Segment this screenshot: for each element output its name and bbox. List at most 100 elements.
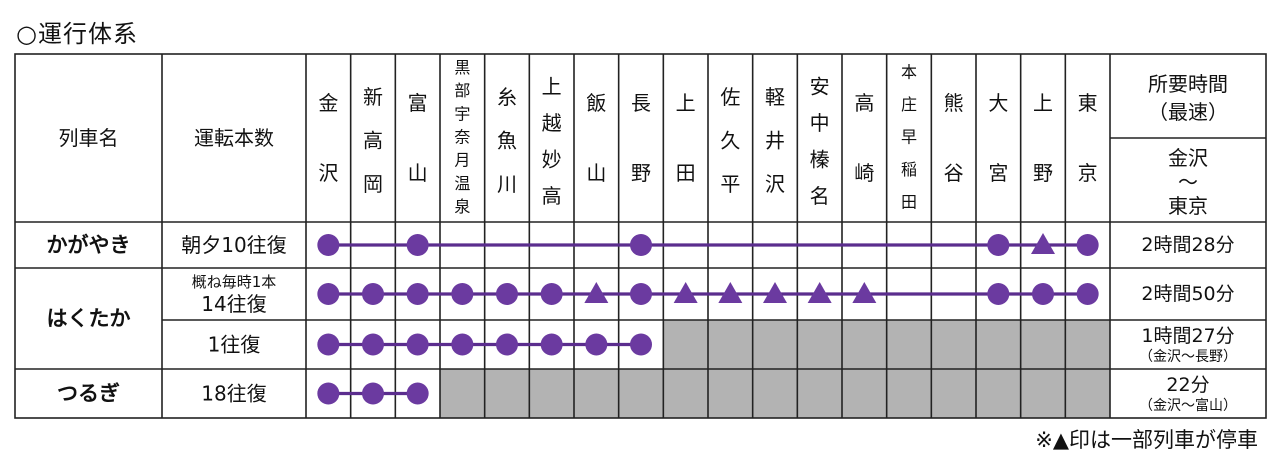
station-name-char: 上	[1033, 91, 1053, 115]
stop-circle	[451, 333, 474, 356]
unserved-cell	[752, 320, 798, 369]
station-name-char: 糸	[497, 85, 517, 109]
station-name-char: 上	[542, 74, 562, 98]
station-name-char: 田	[901, 192, 917, 211]
partial-stop-triangle	[852, 282, 877, 303]
stop-circle	[362, 283, 384, 305]
partial-stop-triangle	[807, 282, 832, 303]
station-name-char: 庄	[901, 95, 917, 114]
stop-circle	[317, 382, 340, 405]
station-name-char: 長	[631, 91, 651, 115]
unserved-cell	[1065, 369, 1110, 418]
frequency-header: 運転本数	[194, 126, 274, 150]
station-name-char: 高	[363, 129, 383, 153]
unserved-cell	[797, 369, 842, 418]
time-header-route-to: 東京	[1168, 194, 1208, 218]
unserved-cell	[886, 320, 932, 369]
stop-circle	[406, 333, 429, 356]
unserved-cell	[842, 369, 887, 418]
stop-circle	[630, 283, 652, 305]
unserved-cell	[618, 369, 664, 418]
station-header: 高崎	[854, 91, 874, 185]
station-name-char: 谷	[944, 161, 964, 185]
station-name-char: 宇	[454, 104, 470, 123]
station-header: 新高岡	[363, 85, 383, 196]
station-name-char: 飯	[586, 91, 606, 115]
station-name-char: 岡	[363, 172, 383, 196]
station-name-char: 軽	[765, 85, 785, 109]
page-title: ○運行体系	[16, 20, 138, 48]
station-name-char: 稲	[901, 160, 917, 179]
table-border	[14, 53, 1267, 419]
station-name-char: 京	[1078, 161, 1098, 185]
unserved-cell	[886, 369, 932, 418]
stop-circle	[1076, 283, 1099, 305]
train-name: つるぎ	[57, 382, 120, 406]
time-header-route-tilde: ～	[1178, 170, 1198, 194]
stop-circle	[317, 333, 340, 356]
travel-time: 1時間27分	[1141, 325, 1234, 347]
stop-circle	[496, 333, 518, 356]
station-name-char: 安	[810, 74, 830, 98]
travel-time: 2時間28分	[1141, 234, 1234, 256]
stop-circle	[1076, 234, 1099, 256]
station-name-char: 山	[408, 161, 428, 185]
station-name-char: 山	[586, 161, 606, 185]
station-name-char: 井	[765, 129, 785, 153]
station-name-char: 早	[901, 128, 917, 147]
stop-circle	[496, 283, 518, 305]
station-name-char: 野	[1033, 161, 1053, 185]
stop-circle	[987, 234, 1010, 256]
station-name-char: 川	[497, 172, 517, 196]
station-name-char: 田	[676, 161, 696, 185]
train-name: はくたか	[47, 307, 131, 331]
service-frequency: 朝夕10往復	[181, 233, 286, 257]
unserved-cell	[797, 320, 842, 369]
station-header: 東京	[1078, 91, 1098, 185]
station-name-char: 名	[810, 184, 830, 208]
station-header: 長野	[631, 91, 651, 185]
station-name-char: 中	[810, 111, 830, 135]
station-name-char: 佐	[720, 85, 740, 109]
travel-time: 2時間50分	[1141, 283, 1234, 305]
unserved-cell	[931, 369, 976, 418]
station-name-char: 東	[1078, 91, 1098, 115]
station-name-char: 沢	[318, 161, 338, 185]
station-name-char: 新	[363, 85, 383, 109]
station-header: 軽井沢	[765, 85, 785, 196]
stop-circle	[317, 234, 340, 256]
station-name-char: 奈	[454, 128, 470, 147]
station-name-char: 越	[542, 111, 562, 135]
stop-circle	[630, 333, 652, 356]
station-name-char: 黒	[454, 58, 470, 77]
service-frequency: 概ね毎時1本	[192, 273, 277, 291]
unserved-cell	[1020, 369, 1066, 418]
stop-circle	[540, 333, 563, 356]
station-name-char: 高	[854, 91, 874, 115]
station-name-char: 平	[720, 172, 740, 196]
unserved-cell	[708, 369, 753, 418]
stop-circle	[540, 283, 563, 305]
travel-time-note: （金沢～長野）	[1139, 349, 1237, 365]
partial-stop-triangle	[673, 282, 698, 303]
station-name-char: 泉	[454, 197, 470, 216]
unserved-cell	[752, 369, 798, 418]
unserved-cell	[574, 369, 619, 418]
stop-circle	[987, 283, 1010, 305]
station-name-char: 魚	[497, 129, 517, 153]
time-header-route-from: 金沢	[1168, 146, 1208, 170]
unserved-cell	[440, 369, 485, 418]
service-frequency: 14往復	[201, 292, 266, 316]
station-name-char: 温	[454, 174, 470, 193]
station-name-char: 野	[631, 161, 651, 185]
legend-note: ※▲印は一部列車が停車	[1035, 428, 1258, 452]
unserved-cell	[842, 320, 887, 369]
station-name-char: 妙	[542, 147, 562, 171]
partial-stop-triangle	[1031, 233, 1055, 254]
unserved-cell	[663, 320, 708, 369]
station-header: 佐久平	[720, 85, 740, 196]
